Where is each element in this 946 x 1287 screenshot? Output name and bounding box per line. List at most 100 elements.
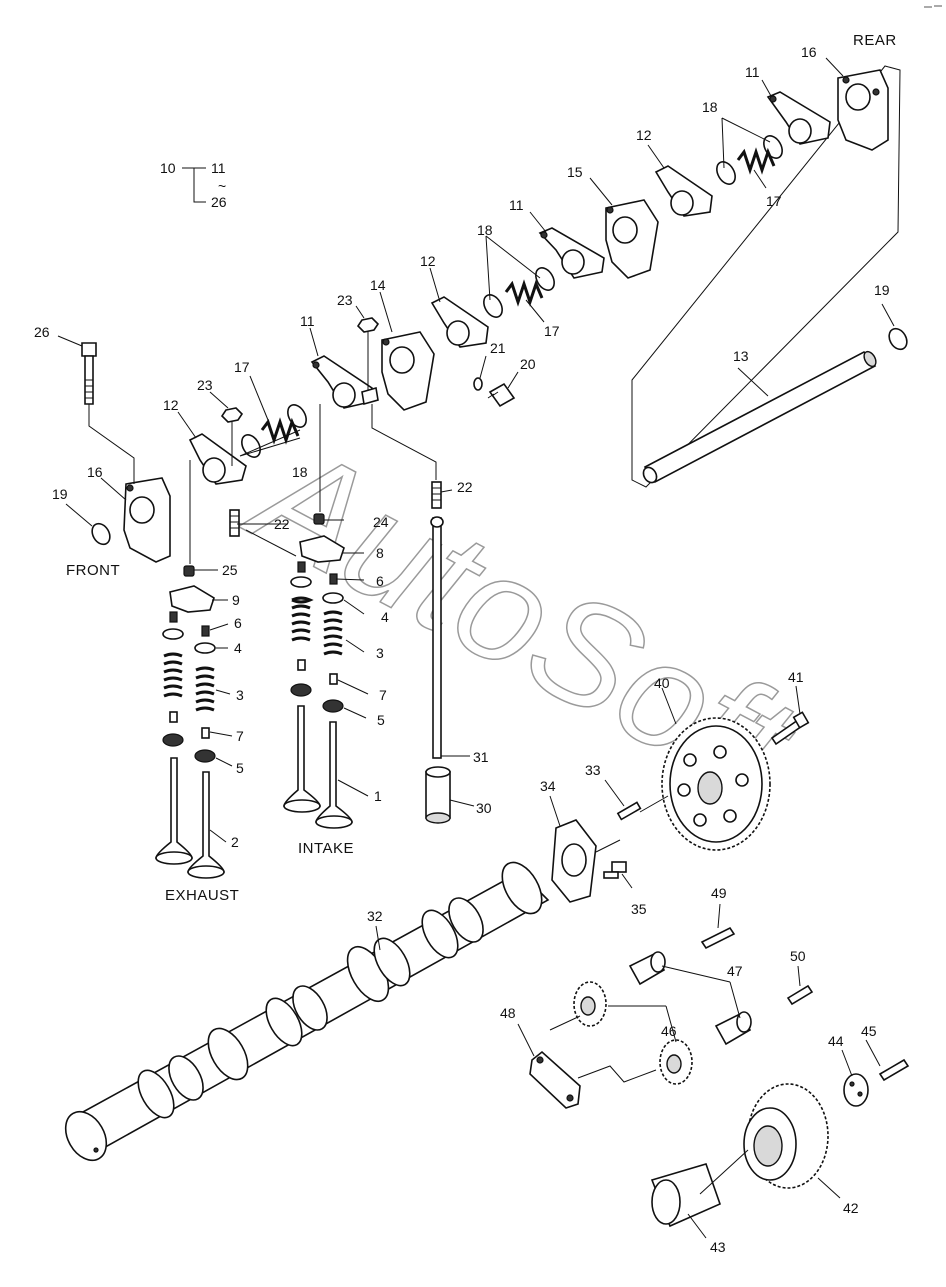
svg-text:10: 10 — [160, 160, 176, 176]
bolt-45 — [878, 1058, 910, 1082]
cotter-intake-a — [297, 561, 306, 573]
leader-lines-idler — [517, 903, 881, 1239]
callout-18: 18 — [292, 464, 308, 480]
screw-20 — [487, 382, 516, 408]
seat-intake-b — [322, 699, 344, 713]
retainer-exhaust-b — [194, 642, 216, 654]
rocker-arm-mid — [430, 296, 489, 348]
spring-middle — [504, 279, 544, 307]
callout-34: 34 — [540, 778, 556, 794]
range-note: 10 11 ~ 26 — [160, 160, 227, 210]
intake-valve-a — [283, 705, 321, 813]
callout-19: 19 — [874, 282, 890, 298]
cotter-intake-b — [329, 573, 338, 585]
callout-9: 9 — [232, 592, 240, 608]
callout-17: 17 — [234, 359, 250, 375]
valve-bridge-exhaust — [169, 585, 215, 613]
callout-17: 17 — [766, 193, 782, 209]
idler-plate — [529, 1050, 581, 1109]
rocker-arm-front — [310, 355, 373, 409]
callout-8: 8 — [376, 545, 384, 561]
callout-46: 46 — [661, 1023, 677, 1039]
rocker-bracket-front-mid — [381, 331, 435, 411]
washer-rear-b — [716, 161, 736, 185]
retainer-plate — [843, 1073, 869, 1107]
exhaust-valve-b — [187, 771, 225, 879]
callout-11: 11 — [509, 197, 524, 213]
idler-gear-upper — [573, 981, 607, 1027]
bolt-35 — [603, 861, 627, 879]
callout-25: 25 — [222, 562, 238, 578]
callout-7: 7 — [379, 687, 387, 703]
callout-43: 43 — [710, 1239, 726, 1255]
callout-11: 11 — [745, 64, 760, 80]
callout-4: 4 — [234, 640, 242, 656]
svg-text:26: 26 — [211, 194, 227, 210]
rocker-bracket-rear — [837, 69, 889, 151]
callout-3: 3 — [236, 687, 244, 703]
pin-33 — [616, 801, 642, 821]
callout-22: 22 — [274, 516, 290, 532]
callout-12: 12 — [420, 253, 436, 269]
callout-47: 47 — [727, 963, 743, 979]
nut-23-upper — [356, 317, 380, 333]
callout-18: 18 — [477, 222, 493, 238]
label-exhaust: EXHAUST — [165, 887, 239, 904]
leader-lines-rockers — [57, 57, 895, 527]
corner-mark — [924, 5, 942, 8]
label-intake: INTAKE — [298, 840, 354, 857]
callout-44: 44 — [828, 1033, 844, 1049]
valve-spring-intake-b — [323, 610, 343, 656]
callout-6: 6 — [376, 573, 384, 589]
washer-front-b — [241, 434, 261, 458]
callout-3: 3 — [376, 645, 384, 661]
callout-19: 19 — [52, 486, 68, 502]
cam-gear — [661, 717, 771, 851]
callout-11: 11 — [300, 313, 315, 329]
callout-48: 48 — [500, 1005, 516, 1021]
snap-ring-left — [91, 522, 111, 546]
rocker-shaft — [642, 350, 877, 484]
callout-16: 16 — [87, 464, 103, 480]
callout-23: 23 — [337, 292, 353, 308]
idler-shaft-lower — [714, 1011, 752, 1046]
intake-valve-b — [315, 721, 353, 829]
callout-13: 13 — [733, 348, 749, 364]
washer-mid-b — [483, 294, 503, 318]
valve-spring-exhaust-b — [195, 666, 215, 712]
stem-seal-exhaust-b — [201, 727, 210, 739]
snap-ring-right — [888, 327, 908, 351]
exhaust-valve-a — [155, 757, 193, 865]
bolt-26 — [81, 342, 97, 405]
cap-24 — [313, 513, 325, 525]
bolt-50 — [786, 984, 814, 1006]
rocker-assembly-outline — [631, 65, 901, 488]
seat-exhaust-b — [194, 749, 216, 763]
callout-31: 31 — [473, 749, 489, 765]
callout-5: 5 — [236, 760, 244, 776]
callout-22: 22 — [457, 479, 473, 495]
label-rear: REAR — [853, 32, 897, 49]
rocker-bracket-front — [123, 477, 171, 563]
idler-shaft-upper — [628, 951, 666, 986]
callout-2: 2 — [231, 834, 239, 850]
cotter-exhaust-a — [169, 611, 178, 623]
callout-6: 6 — [234, 615, 242, 631]
callout-18: 18 — [702, 99, 718, 115]
pushrod — [430, 516, 444, 759]
callout-50: 50 — [790, 948, 806, 964]
callout-12: 12 — [163, 397, 179, 413]
svg-text:~: ~ — [218, 178, 226, 194]
callout-1: 1 — [374, 788, 382, 804]
callout-42: 42 — [843, 1200, 859, 1216]
callout-numbers: 1 2 3 3 4 4 5 5 6 6 7 7 8 9 11 11 11 12 … — [34, 44, 890, 1255]
callout-32: 32 — [367, 908, 383, 924]
bolt-41 — [770, 711, 810, 746]
retainer-intake-a — [290, 576, 312, 588]
bolt-49 — [700, 926, 736, 950]
callout-40: 40 — [654, 675, 670, 691]
camshaft — [64, 861, 550, 1162]
callout-35: 35 — [631, 901, 647, 917]
